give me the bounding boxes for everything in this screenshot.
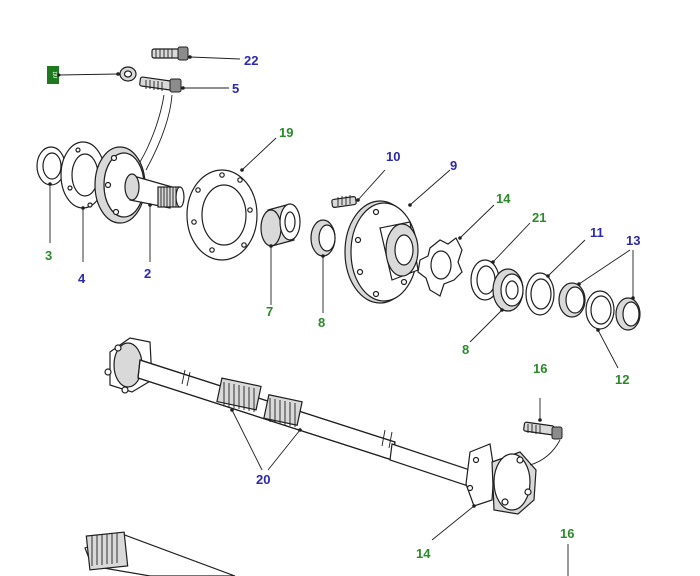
callout-3: 3 (45, 248, 52, 263)
stud-10 (331, 195, 357, 208)
nut-13b (615, 297, 641, 331)
drive-shaft (104, 337, 471, 487)
flange-14b (465, 443, 495, 507)
nut-13a (558, 282, 586, 318)
callout-10: 10 (386, 149, 400, 164)
callout-7: 7 (266, 304, 273, 319)
ntt-badge-icon (47, 66, 59, 84)
bolt-5 (139, 76, 182, 93)
bolt-22 (151, 46, 189, 61)
callout-14-bottom: 14 (416, 546, 431, 561)
badge: ntt (47, 66, 59, 84)
callout-9: 9 (450, 158, 457, 173)
drive-flange (491, 451, 537, 515)
callout-8-lower: 8 (462, 342, 469, 357)
callout-5: 5 (232, 81, 239, 96)
callout-16-lower: 16 (560, 526, 574, 541)
bolt-16a (523, 421, 563, 440)
washer-nut (119, 66, 137, 82)
badge-label: ntt (53, 71, 59, 78)
callout-21: 21 (532, 210, 546, 225)
washer-11 (525, 272, 555, 316)
callout-22: 22 (244, 53, 258, 68)
gasket-4 (60, 141, 106, 209)
lockwasher-12 (585, 290, 615, 330)
lower-shaft (84, 531, 236, 576)
bearing-7 (260, 203, 301, 247)
bearing-8b (492, 268, 524, 312)
callout-20: 20 (256, 472, 270, 487)
ring-21 (470, 259, 500, 301)
callout-19: 19 (279, 125, 293, 140)
lockwasher-14a (417, 237, 463, 297)
callout-11: 11 (590, 225, 604, 240)
callout-4: 4 (78, 271, 86, 286)
hub-9 (344, 200, 419, 304)
callout-14-top: 14 (496, 191, 511, 206)
plate-19 (186, 169, 258, 261)
callout-13: 13 (626, 233, 640, 248)
callout-16-upper: 16 (533, 361, 547, 376)
stub-axle-2 (94, 146, 185, 224)
callout-2: 2 (144, 266, 151, 281)
callout-8-upper: 8 (318, 315, 325, 330)
callout-12: 12 (615, 372, 629, 387)
bearing-8a (310, 219, 336, 257)
